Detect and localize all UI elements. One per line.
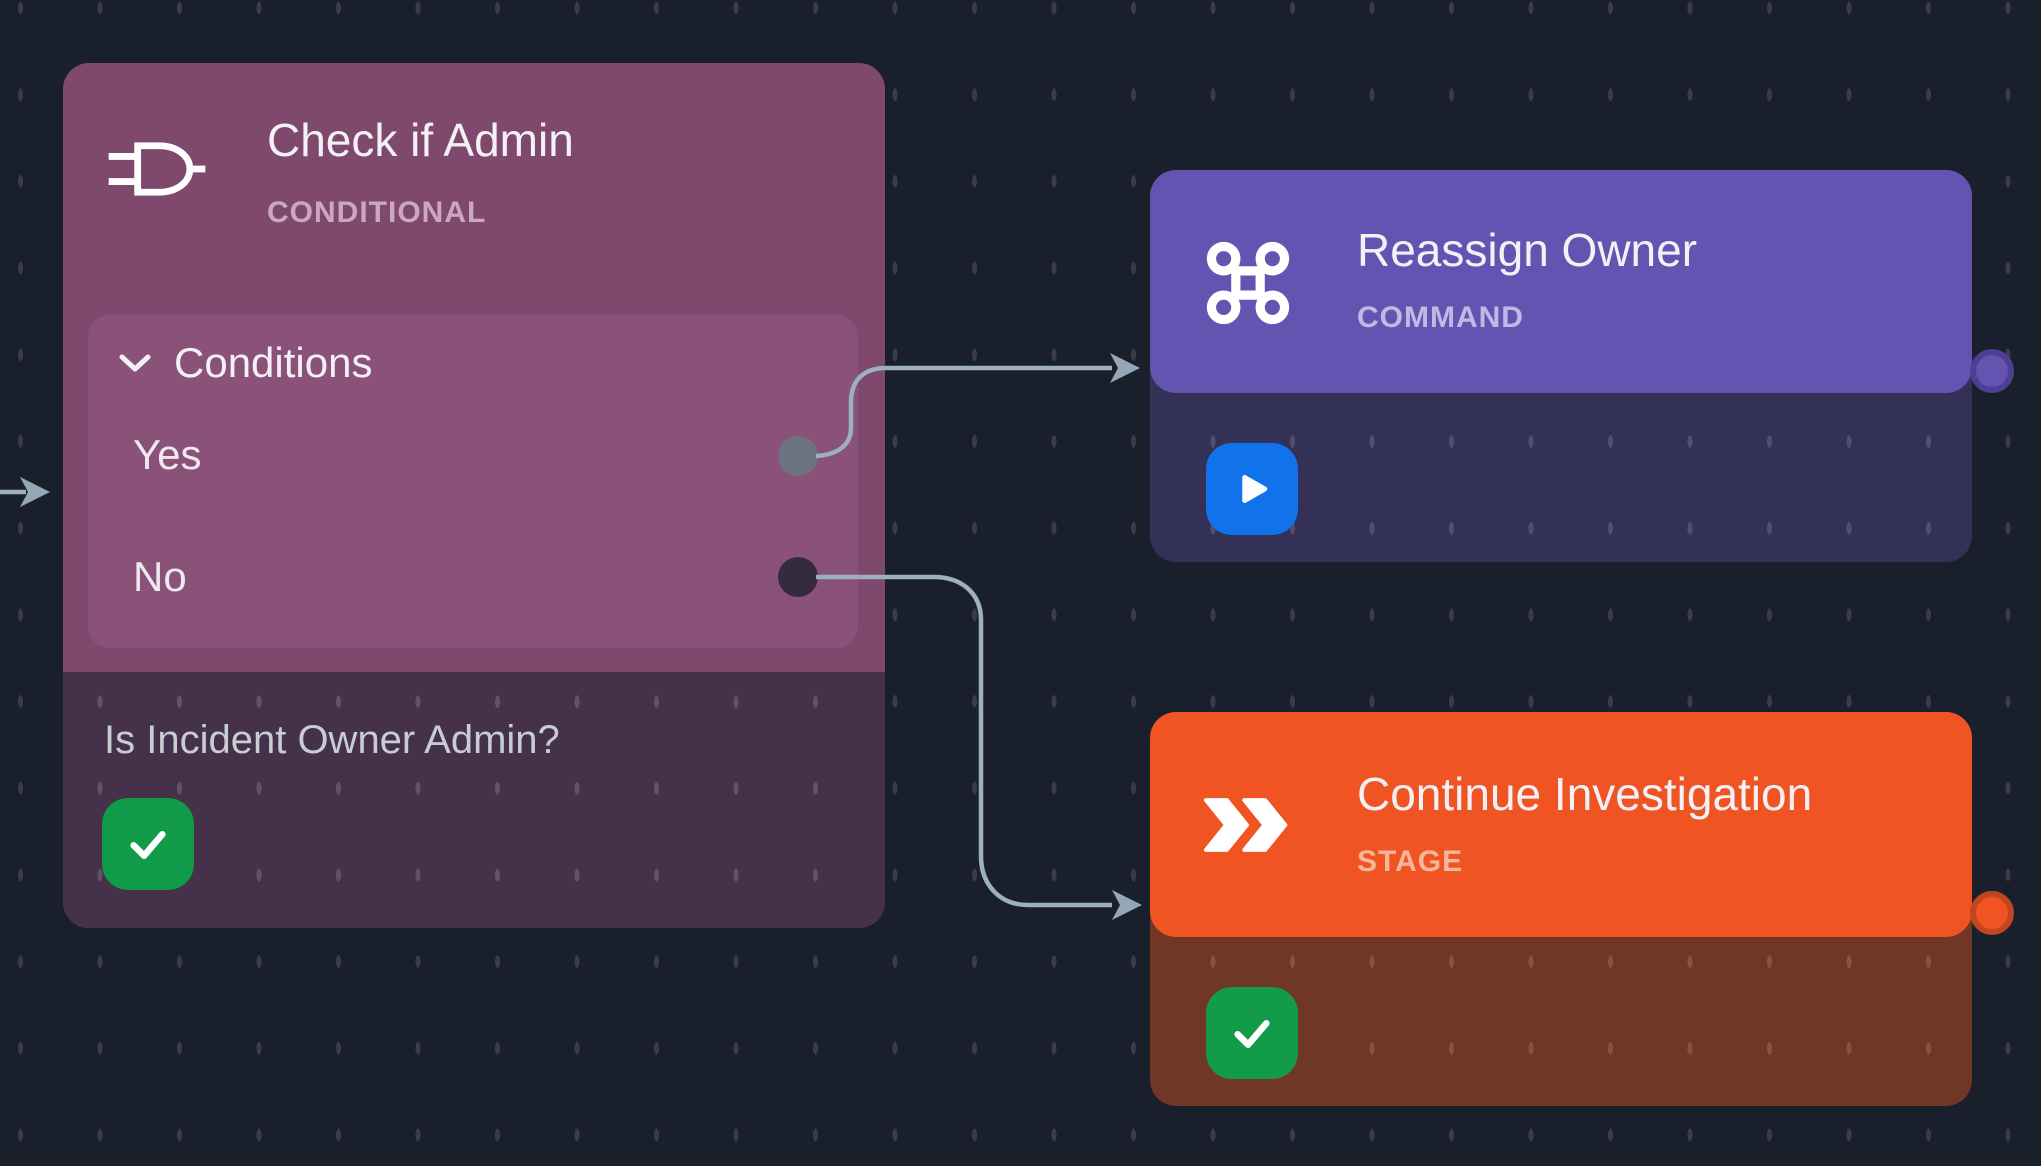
node-type-badge: COMMAND [1357, 301, 1524, 334]
edge-no-arrowhead [1112, 890, 1142, 920]
node-output-port[interactable] [1970, 349, 2014, 393]
node-header: Continue Investigation STAGE [1150, 712, 1972, 937]
play-icon [1242, 475, 1268, 503]
run-play-button[interactable] [1206, 443, 1298, 535]
node-output-port[interactable] [1970, 891, 2014, 935]
status-success-button[interactable] [102, 798, 194, 890]
double-chevron-icon [1203, 798, 1288, 852]
no-output-port[interactable] [778, 557, 818, 597]
node-title: Reassign Owner [1357, 224, 1698, 276]
condition-no-label: No [133, 553, 187, 600]
conditions-header-label: Conditions [174, 339, 373, 386]
node-type-badge: CONDITIONAL [267, 196, 487, 229]
node-continue-investigation[interactable]: Continue Investigation STAGE [1150, 712, 2014, 1106]
logic-gate-icon [108, 142, 206, 196]
check-icon [130, 830, 166, 859]
conditions-collapse-toggle[interactable]: Conditions [118, 341, 372, 385]
node-type-badge: STAGE [1357, 845, 1464, 878]
node-header: Reassign Owner COMMAND [1150, 170, 1972, 393]
node-reassign-owner[interactable]: Reassign Owner COMMAND [1150, 170, 2014, 562]
conditions-panel: Conditions Yes No [88, 315, 858, 648]
check-icon [1234, 1019, 1270, 1048]
command-icon [1206, 241, 1290, 325]
condition-description: Is Incident Owner Admin? [104, 718, 560, 762]
node-check-if-admin[interactable]: Check if Admin CONDITIONAL Conditions Ye… [63, 63, 885, 928]
status-success-button[interactable] [1206, 987, 1298, 1079]
condition-yes-label: Yes [133, 431, 202, 478]
node-title: Check if Admin [267, 114, 574, 166]
chevron-down-icon [119, 354, 151, 372]
node-title: Continue Investigation [1357, 768, 1813, 820]
node-footer: Is Incident Owner Admin? [63, 672, 885, 928]
edge-incoming-arrowhead [20, 477, 50, 507]
edge-yes-arrowhead [1110, 353, 1140, 383]
yes-output-port[interactable] [778, 436, 818, 476]
